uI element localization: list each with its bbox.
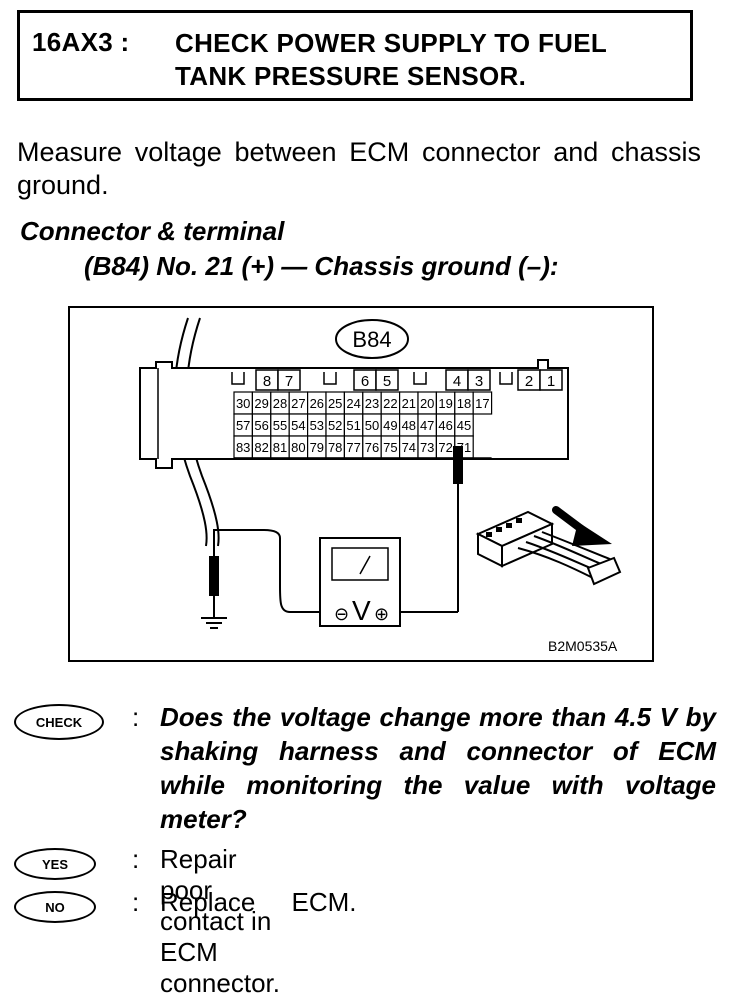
positive-probe bbox=[453, 446, 463, 484]
terminal-54: 54 bbox=[291, 418, 305, 433]
terminal-21: 21 bbox=[402, 396, 416, 411]
terminal-73: 73 bbox=[420, 440, 434, 455]
connector-detail: (B84) No. 21 (+) — Chassis ground (–): bbox=[84, 251, 559, 281]
top-terminal-7: 7 bbox=[285, 373, 293, 390]
terminal-50: 50 bbox=[365, 418, 379, 433]
step-header-box: 16AX3 : CHECK POWER SUPPLY TO FUEL TANK … bbox=[17, 10, 693, 101]
terminal-20: 20 bbox=[420, 396, 434, 411]
terminal-57: 57 bbox=[236, 418, 250, 433]
keyway-slot-1 bbox=[323, 372, 337, 385]
no-colon: : bbox=[132, 887, 140, 917]
arrow-head bbox=[572, 522, 612, 546]
terminal-49: 49 bbox=[383, 418, 397, 433]
connector-id-ellipse bbox=[335, 319, 409, 359]
top-terminal-1: 1 bbox=[547, 373, 555, 390]
check-badge: CHECK bbox=[14, 704, 104, 740]
terminal-81: 81 bbox=[273, 440, 287, 455]
voltmeter-display bbox=[331, 547, 389, 581]
check-colon: : bbox=[132, 702, 140, 732]
terminal-46: 46 bbox=[438, 418, 452, 433]
figure-code: B2M0535A bbox=[548, 638, 618, 654]
terminal-83: 83 bbox=[236, 440, 250, 455]
top-terminal-4: 4 bbox=[453, 373, 461, 390]
terminal-55: 55 bbox=[273, 418, 287, 433]
connector-label: Connector & terminal bbox=[20, 216, 285, 246]
harness-curve-left bbox=[173, 317, 208, 547]
terminal-72: 72 bbox=[438, 440, 452, 455]
plus-terminal-symbol: ⊕ bbox=[374, 604, 389, 625]
yes-colon: : bbox=[132, 844, 140, 874]
terminal-30: 30 bbox=[236, 396, 250, 411]
top-terminal-cell-3 bbox=[467, 369, 491, 391]
terminal-cell-17 bbox=[472, 391, 493, 415]
terminal-80: 80 bbox=[291, 440, 305, 455]
terminal-74: 74 bbox=[402, 440, 416, 455]
terminal-75: 75 bbox=[383, 440, 397, 455]
no-badge: NO bbox=[14, 891, 96, 923]
terminal-45: 45 bbox=[457, 418, 471, 433]
terminal-48: 48 bbox=[402, 418, 416, 433]
terminal-47: 47 bbox=[420, 418, 434, 433]
terminal-76: 76 bbox=[365, 440, 379, 455]
check-question: Does the voltage change more than 4.5 V … bbox=[160, 702, 716, 834]
connector-id-text: B84 bbox=[352, 327, 391, 352]
top-terminal-cell-5 bbox=[375, 369, 399, 391]
keyway-slot-3 bbox=[499, 372, 513, 385]
top-terminal-5: 5 bbox=[383, 373, 391, 390]
yes-action: Repair poor contact in ECM connector. bbox=[160, 844, 280, 998]
step-code: 16AX3 : bbox=[32, 27, 130, 57]
terminal-77: 77 bbox=[346, 440, 360, 455]
terminal-82: 82 bbox=[254, 440, 268, 455]
voltmeter-needle bbox=[359, 555, 371, 575]
terminal-29: 29 bbox=[254, 396, 268, 411]
step-title: CHECK POWER SUPPLY TO FUEL TANK PRESSURE… bbox=[175, 28, 607, 91]
keyway-slot-2 bbox=[413, 372, 427, 385]
terminal-17: 17 bbox=[475, 396, 489, 411]
terminal-79: 79 bbox=[310, 440, 324, 455]
terminal-53: 53 bbox=[310, 418, 324, 433]
terminal-18: 18 bbox=[457, 396, 471, 411]
terminal-51: 51 bbox=[346, 418, 360, 433]
terminal-24: 24 bbox=[346, 396, 360, 411]
terminal-56: 56 bbox=[254, 418, 268, 433]
terminal-22: 22 bbox=[383, 396, 397, 411]
terminal-25: 25 bbox=[328, 396, 342, 411]
terminal-23: 23 bbox=[365, 396, 379, 411]
minus-terminal-symbol: ⊖ bbox=[334, 604, 349, 625]
terminal-52: 52 bbox=[328, 418, 342, 433]
terminal-26: 26 bbox=[310, 396, 324, 411]
terminal-28: 28 bbox=[273, 396, 287, 411]
connector-illustration bbox=[475, 506, 622, 586]
top-terminal-8: 8 bbox=[263, 373, 271, 390]
keyway-slot-0 bbox=[231, 372, 245, 385]
negative-probe bbox=[209, 556, 219, 596]
top-terminal-2: 2 bbox=[525, 373, 533, 390]
yes-badge: YES bbox=[14, 848, 96, 880]
top-terminal-6: 6 bbox=[361, 373, 369, 390]
terminal-19: 19 bbox=[438, 396, 452, 411]
voltmeter-symbol: V bbox=[352, 595, 371, 626]
instruction-text: Measure voltage between ECM connector an… bbox=[17, 137, 701, 200]
terminal-27: 27 bbox=[291, 396, 305, 411]
top-terminal-cell-1 bbox=[539, 369, 563, 391]
top-terminal-3: 3 bbox=[475, 373, 483, 390]
top-terminal-cell-7 bbox=[277, 369, 301, 391]
no-action: Replace ECM. bbox=[160, 887, 357, 917]
terminal-78: 78 bbox=[328, 440, 342, 455]
terminal-grid: 30 29 28 27 26 25 24 23 22 21 20 19 18 17 57 56 55 54 53 52… bbox=[233, 391, 493, 459]
